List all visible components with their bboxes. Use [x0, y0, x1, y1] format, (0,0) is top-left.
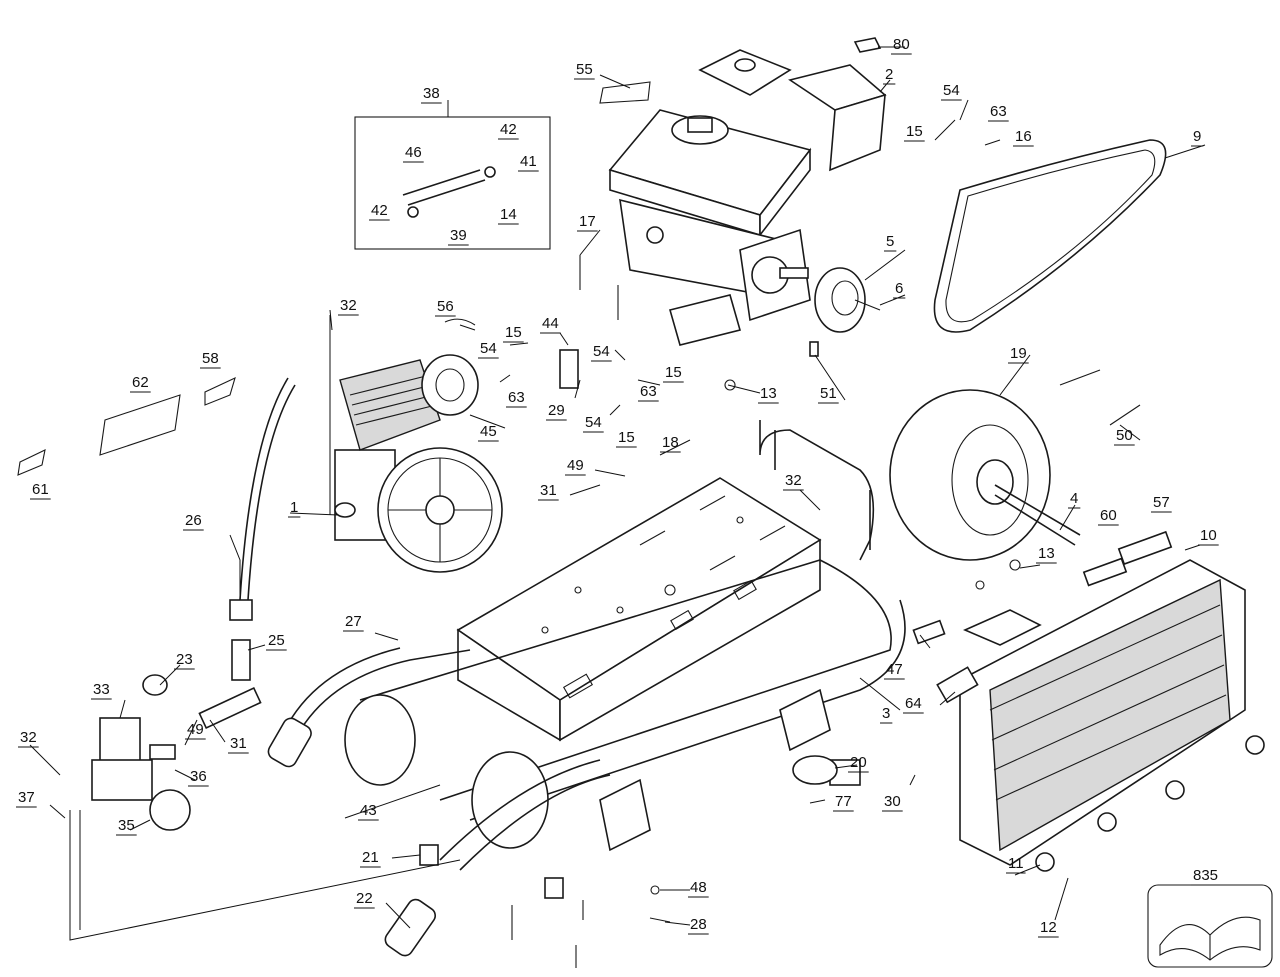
belt-guard: [959, 559, 1265, 872]
label-part-13-top: 13: [760, 385, 777, 402]
regulator: [91, 674, 262, 831]
label-part-48: 48: [690, 879, 707, 896]
label-part-16: 16: [1015, 128, 1032, 145]
label-part-13-mid: 13: [1038, 545, 1055, 562]
label-part-28: 28: [690, 916, 707, 933]
label-part-63-b: 63: [508, 389, 525, 406]
label-part-43: 43: [360, 802, 377, 819]
label-part-63-top: 63: [990, 103, 1007, 120]
label-part-54-c: 54: [585, 414, 602, 431]
label-part-12: 12: [1040, 919, 1057, 936]
label-part-58: 58: [202, 350, 219, 367]
label-part-31-top: 31: [540, 482, 557, 499]
label-part-14: 14: [500, 206, 517, 223]
label-part-32-left: 32: [20, 729, 37, 746]
label-part-6: 6: [895, 280, 903, 297]
label-part-63-a: 63: [640, 383, 657, 400]
label-part-38: 38: [423, 85, 440, 102]
label-part-64: 64: [905, 695, 922, 712]
label-part-77: 77: [835, 793, 852, 810]
label-part-62: 62: [132, 374, 149, 391]
label-part-41: 41: [520, 153, 537, 170]
label-part-42-bottom: 42: [371, 202, 388, 219]
label-part-50: 50: [1116, 427, 1133, 444]
subassembly-box: [354, 116, 551, 250]
label-part-61: 61: [32, 481, 49, 498]
label-part-5: 5: [886, 233, 894, 250]
label-part-36: 36: [190, 768, 207, 785]
label-part-32-top: 32: [340, 297, 357, 314]
engine: [608, 49, 887, 346]
label-part-15-b: 15: [665, 364, 682, 381]
manual-book-icon: [1147, 884, 1273, 968]
wheel: [889, 369, 1141, 561]
label-part-31-bottom: 31: [230, 735, 247, 752]
label-part-47: 47: [886, 661, 903, 678]
label-part-29: 29: [548, 402, 565, 419]
label-part-9: 9: [1193, 128, 1201, 145]
label-part-11: 11: [1008, 855, 1024, 872]
label-part-19: 19: [1010, 345, 1027, 362]
tank-outline: [344, 420, 906, 852]
label-part-80: 80: [893, 36, 910, 53]
label-part-26: 26: [185, 512, 202, 529]
leader-lines: [29, 46, 1206, 941]
label-part-56: 56: [437, 298, 454, 315]
label-part-18: 18: [662, 434, 679, 451]
label-part-23: 23: [176, 651, 193, 668]
engine-pulley: [814, 267, 881, 333]
part-labels: 80 55 2 38 54 63 15 16 9 42 46 41 42 14 …: [16, 36, 1221, 938]
drive-belt: [933, 139, 1167, 333]
label-part-15-a: 15: [505, 324, 522, 341]
label-part-22: 22: [356, 890, 373, 907]
label-part-37: 37: [18, 789, 35, 806]
label-part-835: 835: [1193, 867, 1218, 884]
label-part-25: 25: [268, 632, 285, 649]
label-part-49-bottom: 49: [187, 721, 204, 738]
discharge-hose: [229, 377, 296, 681]
label-part-20: 20: [850, 754, 867, 771]
label-part-32-mid: 32: [785, 472, 802, 489]
label-part-54-b: 54: [593, 343, 610, 360]
label-part-45: 45: [480, 423, 497, 440]
label-part-1: 1: [290, 499, 298, 516]
label-part-33: 33: [93, 681, 110, 698]
label-part-30: 30: [884, 793, 901, 810]
label-part-2: 2: [885, 66, 893, 83]
label-part-4: 4: [1070, 490, 1078, 507]
label-part-46: 46: [405, 144, 422, 161]
label-part-10: 10: [1200, 527, 1217, 544]
label-part-42-top: 42: [500, 121, 517, 138]
label-part-55: 55: [576, 61, 593, 78]
label-part-60: 60: [1100, 507, 1117, 524]
label-part-21: 21: [362, 849, 379, 866]
label-part-54-a: 54: [480, 340, 497, 357]
label-part-54-top: 54: [943, 82, 960, 99]
label-part-39: 39: [450, 227, 467, 244]
label-part-3: 3: [882, 705, 890, 722]
frame-outline: [456, 477, 822, 742]
label-part-44: 44: [542, 315, 559, 332]
compressor-pump: [334, 354, 503, 573]
label-part-57: 57: [1153, 494, 1170, 511]
label-part-27: 27: [345, 613, 362, 630]
label-part-15-top: 15: [906, 123, 923, 140]
label-part-51: 51: [820, 385, 837, 402]
small-hardware: [17, 37, 1173, 968]
label-part-49-top: 49: [567, 457, 584, 474]
label-part-15-c: 15: [618, 429, 635, 446]
label-part-17: 17: [579, 213, 596, 230]
label-part-35: 35: [118, 817, 135, 834]
